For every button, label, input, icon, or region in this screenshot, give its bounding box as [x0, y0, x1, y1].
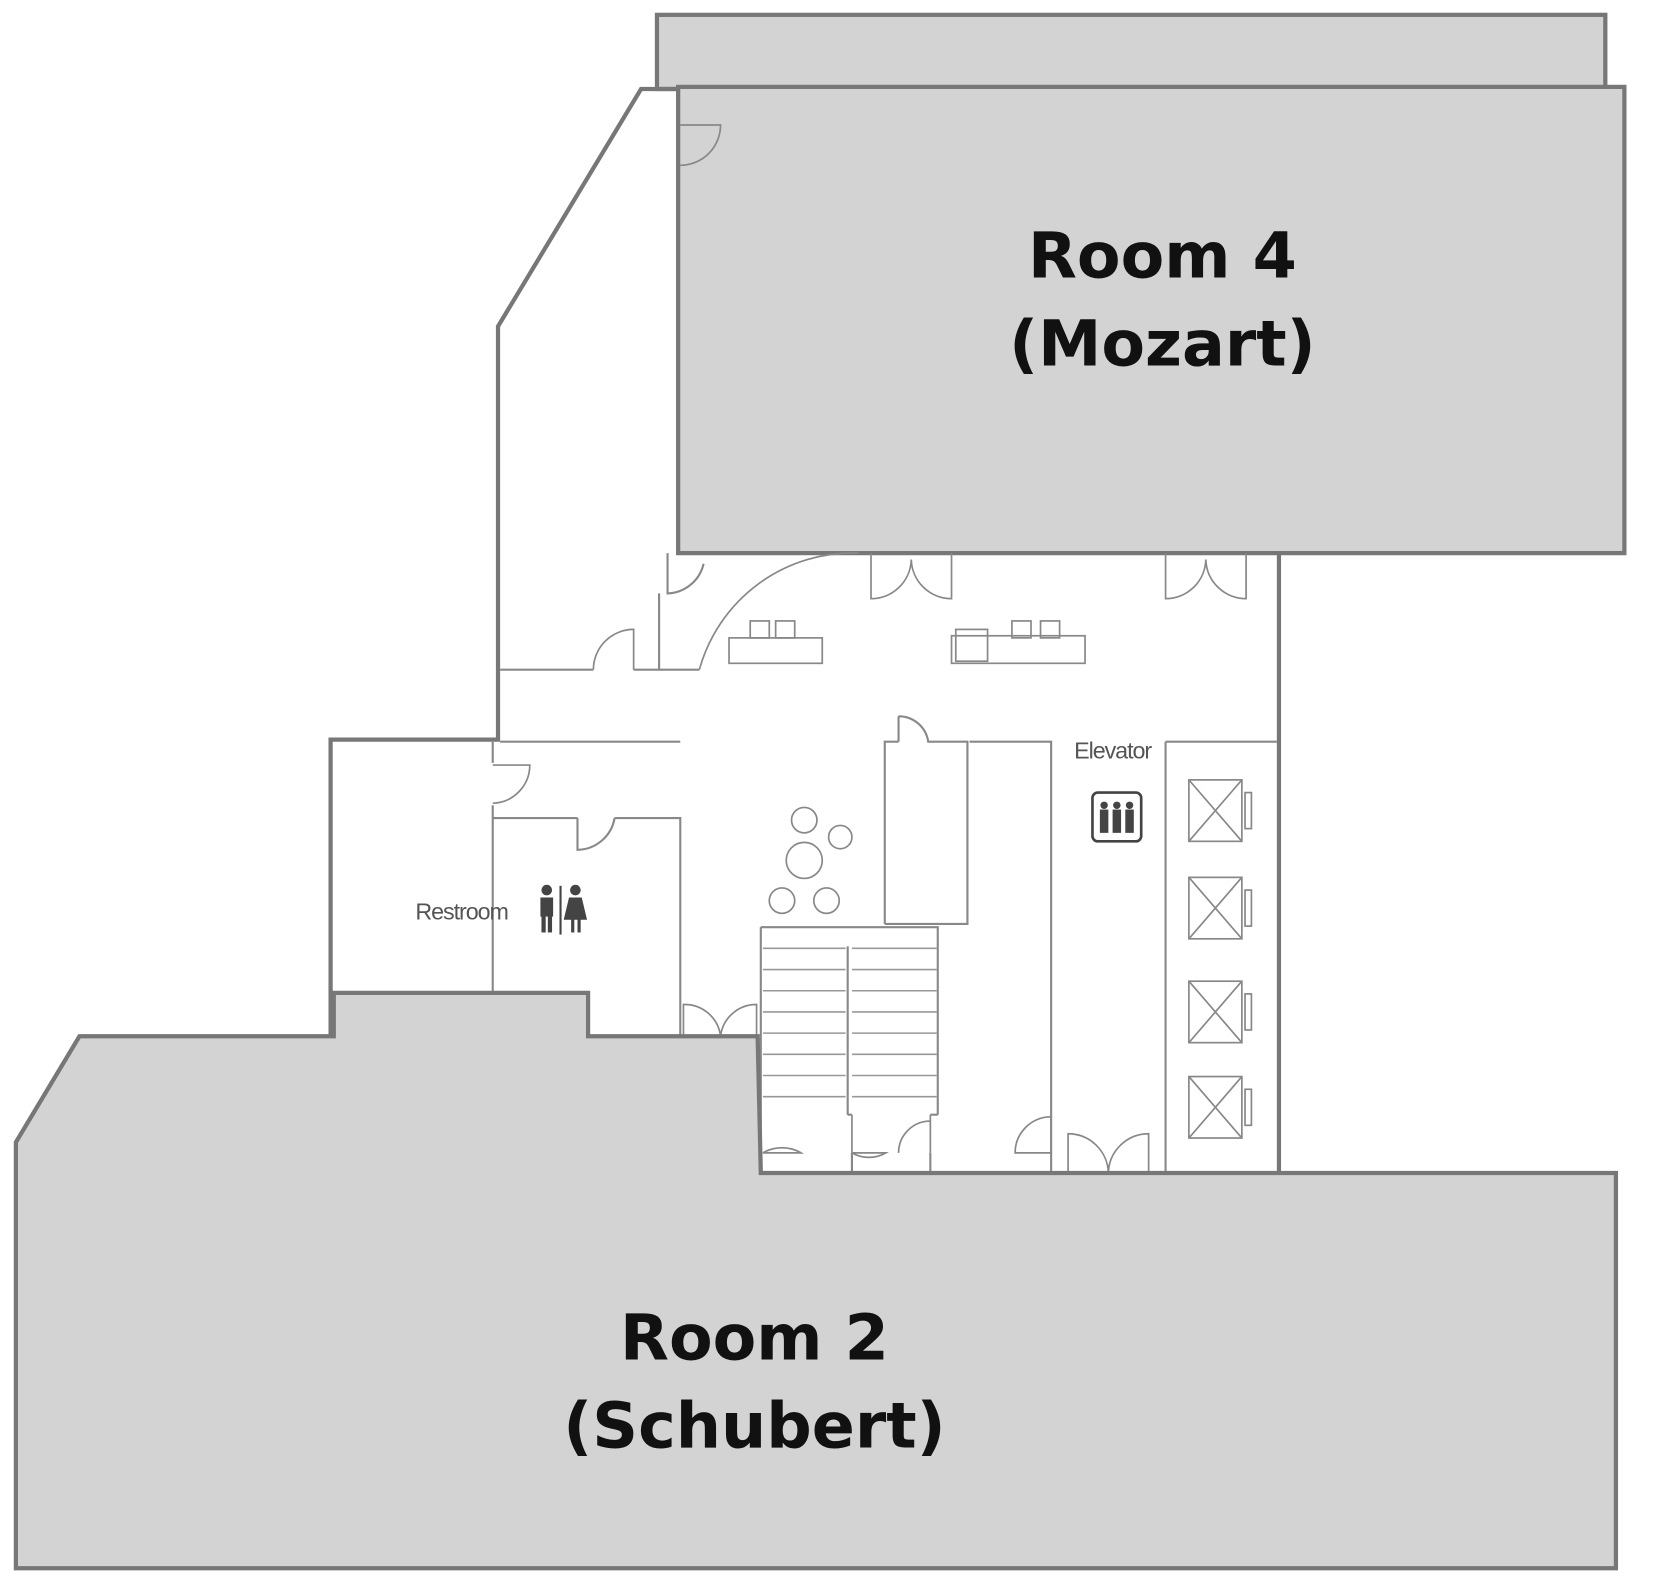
restroom-icon — [540, 884, 588, 935]
room-4-subtitle: (Mozart) — [1009, 307, 1316, 381]
lobby — [500, 552, 1247, 915]
elevator[interactable]: Elevator — [1067, 738, 1277, 1174]
room-4-door — [680, 124, 722, 167]
room-2-subtitle: (Schubert) — [563, 1388, 945, 1462]
room-2-name: Room 2 — [620, 1300, 889, 1374]
room-4-name: Room 4 — [1028, 219, 1297, 293]
room-4[interactable]: Room 4 (Mozart) — [654, 12, 1627, 556]
room-4-top-strip — [654, 12, 1608, 92]
room-2-area — [13, 990, 1619, 1571]
room-4-area — [676, 84, 1627, 556]
restroom-label: Restroom — [415, 899, 508, 925]
restroom[interactable]: Restroom — [415, 741, 758, 1037]
stairwell — [759, 715, 1053, 1173]
elevator-label: Elevator — [1074, 738, 1152, 764]
room-2[interactable]: Room 2 (Schubert) — [13, 990, 1619, 1571]
elevator-icon — [1091, 791, 1143, 843]
outer-wall — [328, 86, 679, 1037]
